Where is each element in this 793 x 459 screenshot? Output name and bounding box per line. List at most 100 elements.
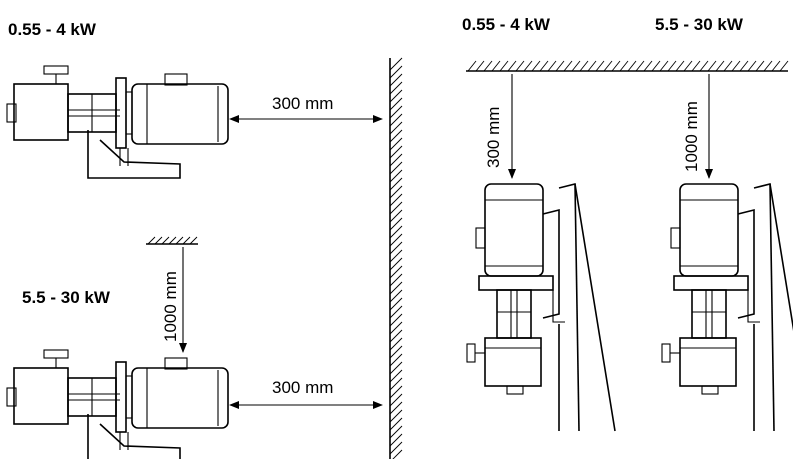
hatch-mark: [389, 105, 403, 119]
hatch-mark: [643, 60, 653, 72]
dim-vertical-large-top: 1000 mm: [682, 101, 701, 172]
vertical-pump-small: [466, 183, 616, 432]
hatch-mark: [707, 60, 717, 72]
hatch-mark: [691, 60, 701, 72]
hatch-mark: [389, 137, 403, 151]
hatch-mark: [389, 385, 403, 399]
hatch-mark: [515, 60, 525, 72]
hatch-mark: [723, 60, 733, 72]
hatch-mark: [587, 60, 597, 72]
hatch-mark: [771, 60, 781, 72]
hatch-mark: [779, 60, 789, 72]
hatch-mark: [389, 409, 403, 423]
hatch-mark: [389, 185, 403, 199]
hatch-mark: [739, 60, 749, 72]
hatch-mark: [389, 393, 403, 407]
hatch-mark: [189, 236, 198, 245]
hatch-mark: [389, 129, 403, 143]
hatch-mark: [389, 337, 403, 351]
hatch-mark: [675, 60, 685, 72]
hatch-mark: [389, 297, 403, 311]
hatch-mark: [571, 60, 581, 72]
hatch-mark: [389, 113, 403, 127]
hatch-mark: [389, 377, 403, 391]
hatch-mark: [389, 345, 403, 359]
hatch-mark: [755, 60, 765, 72]
hatch-mark: [715, 60, 725, 72]
hatch-mark: [389, 161, 403, 175]
hatch-mark: [389, 65, 403, 79]
hatch-mark: [667, 60, 677, 72]
hatch-mark: [389, 369, 403, 383]
horizontal-large-power-label: 5.5 - 30 kW: [22, 288, 111, 307]
hatch-mark: [389, 225, 403, 239]
hatch-mark: [392, 449, 403, 459]
hatch-mark: [389, 417, 403, 431]
hatch-mark: [182, 236, 191, 245]
hatch-mark: [467, 60, 477, 72]
hatch-mark: [611, 60, 621, 72]
hatch-mark: [389, 441, 403, 455]
dim-horizontal-small-wall: 300 mm: [272, 94, 333, 113]
hatch-mark: [595, 60, 605, 72]
ceiling-vertical: [466, 60, 789, 72]
hatch-mark: [389, 273, 403, 287]
horizontal-pump-small: [6, 65, 229, 179]
hatch-mark: [389, 169, 403, 183]
dim-horizontal-large-wall: 300 mm: [272, 378, 333, 397]
hatch-mark: [627, 60, 637, 72]
horizontal-pump-large: [6, 349, 229, 459]
hatch-mark: [147, 236, 156, 245]
hatch-mark: [731, 60, 741, 72]
hatch-mark: [659, 60, 669, 72]
hatch-mark: [389, 89, 403, 103]
hatch-mark: [547, 60, 557, 72]
hatch-mark: [619, 60, 629, 72]
hatch-mark: [579, 60, 589, 72]
hatch-mark: [389, 305, 403, 319]
hatch-mark: [389, 281, 403, 295]
hatch-mark: [389, 257, 403, 271]
hatch-mark: [699, 60, 709, 72]
hatch-mark: [389, 361, 403, 375]
hatch-mark: [507, 60, 517, 72]
hatch-mark: [389, 433, 403, 447]
hatch-mark: [389, 145, 403, 159]
hatch-mark: [483, 60, 493, 72]
hatch-mark: [491, 60, 501, 72]
dim-arrow-horizontal-large: [229, 401, 383, 409]
hatch-mark: [389, 193, 403, 207]
hatch-mark: [389, 81, 403, 95]
hatch-mark: [389, 265, 403, 279]
hatch-mark: [175, 236, 184, 245]
dim-arrow-horizontal-small: [229, 115, 383, 123]
hatch-mark: [635, 60, 645, 72]
vertical-small-power-label: 0.55 - 4 kW: [462, 15, 551, 34]
hatch-mark: [389, 217, 403, 231]
hatch-mark: [154, 236, 163, 245]
hatch-mark: [389, 97, 403, 111]
hatch-mark: [389, 73, 403, 87]
dim-horizontal-large-top: 1000 mm: [161, 271, 180, 342]
hatch-mark: [389, 121, 403, 135]
vertical-pump-large: [661, 183, 793, 432]
hatch-mark: [389, 313, 403, 327]
hatch-mark: [531, 60, 541, 72]
hatch-mark: [389, 249, 403, 263]
ceiling-horizontal-large: [146, 236, 198, 245]
hatch-mark: [389, 425, 403, 439]
hatch-mark: [389, 321, 403, 335]
side-wall: [389, 57, 403, 459]
dim-vertical-small-top: 300 mm: [484, 107, 503, 168]
hatch-mark: [389, 401, 403, 415]
hatch-mark: [389, 233, 403, 247]
hatch-mark: [651, 60, 661, 72]
hatch-mark: [475, 60, 485, 72]
hatch-mark: [683, 60, 693, 72]
hatch-mark: [389, 241, 403, 255]
hatch-mark: [389, 57, 403, 71]
hatch-mark: [389, 329, 403, 343]
hatch-mark: [763, 60, 773, 72]
hatch-mark: [389, 209, 403, 223]
